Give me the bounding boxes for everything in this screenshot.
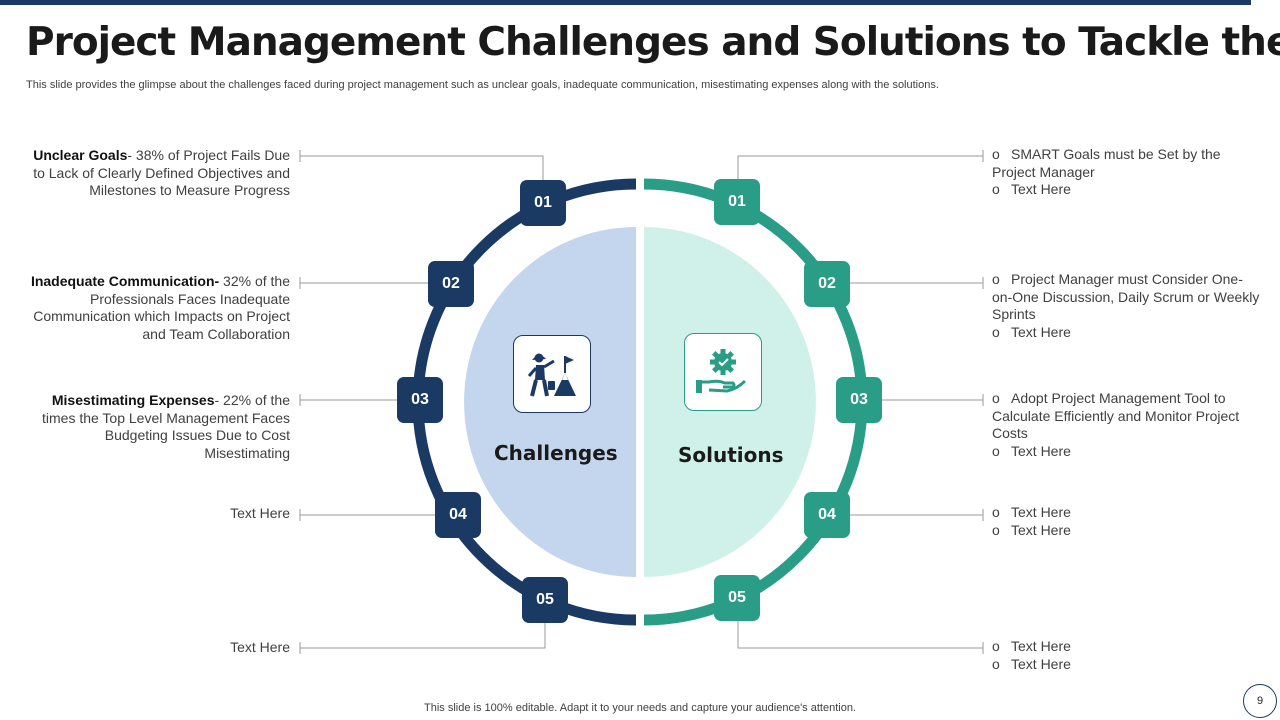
challenge-text-01: Unclear Goals- 38% of Project Fails Due … bbox=[30, 147, 290, 200]
solution-badge-03: 03 bbox=[836, 377, 882, 423]
solutions-icon-box bbox=[684, 333, 762, 411]
challenges-label: Challenges bbox=[494, 441, 618, 465]
challenge-badge-04: 04 bbox=[435, 492, 481, 538]
footer-note: This slide is 100% editable. Adapt it to… bbox=[424, 702, 856, 714]
top-accent-bar bbox=[0, 0, 1251, 5]
challenge-text-02: Inadequate Communication- 32% of the Pro… bbox=[30, 273, 290, 343]
challenge-desc-01: - 38% of Project Fails Due to Lack of Cl… bbox=[33, 147, 290, 199]
challenge-desc-05: Text Here bbox=[230, 639, 290, 655]
page-number: 9 bbox=[1243, 684, 1277, 718]
challenge-text-03: Misestimating Expenses- 22% of the times… bbox=[30, 392, 290, 462]
challenge-desc-04: Text Here bbox=[230, 505, 290, 521]
connector-left-05 bbox=[300, 623, 546, 649]
challenge-desc-03: - 22% of the times the Top Level Managem… bbox=[42, 392, 290, 461]
challenge-text-04: Text Here bbox=[30, 505, 290, 523]
challenge-badge-02: 02 bbox=[428, 261, 474, 307]
connector-right-01 bbox=[737, 155, 983, 179]
solutions-label: Solutions bbox=[678, 443, 784, 467]
solution-badge-05: 05 bbox=[714, 575, 760, 621]
challenge-bold-01: Unclear Goals bbox=[33, 147, 128, 163]
challenge-badge-01: 01 bbox=[520, 180, 566, 226]
challenge-bold-03: Misestimating Expenses bbox=[51, 392, 215, 408]
mountain-flag-icon bbox=[527, 353, 576, 397]
page-subtitle: This slide provides the glimpse about th… bbox=[26, 79, 939, 91]
solution-badge-01: 01 bbox=[714, 179, 760, 225]
gear-hand-icon bbox=[696, 349, 747, 393]
challenge-text-05: Text Here bbox=[30, 639, 290, 657]
solution-badge-02: 02 bbox=[804, 261, 850, 307]
connector-left-01 bbox=[300, 155, 544, 180]
challenges-icon-box bbox=[513, 335, 591, 413]
connector-right-05 bbox=[737, 621, 983, 649]
challenge-badge-03: 03 bbox=[397, 377, 443, 423]
challenge-desc-02: 32% of the Professionals Faces Inadequat… bbox=[33, 273, 290, 342]
challenge-bold-02: Inadequate Communication- bbox=[30, 273, 220, 289]
challenge-badge-05: 05 bbox=[522, 577, 568, 623]
page-title: Project Management Challenges and Soluti… bbox=[26, 20, 1280, 65]
solution-badge-04: 04 bbox=[804, 492, 850, 538]
